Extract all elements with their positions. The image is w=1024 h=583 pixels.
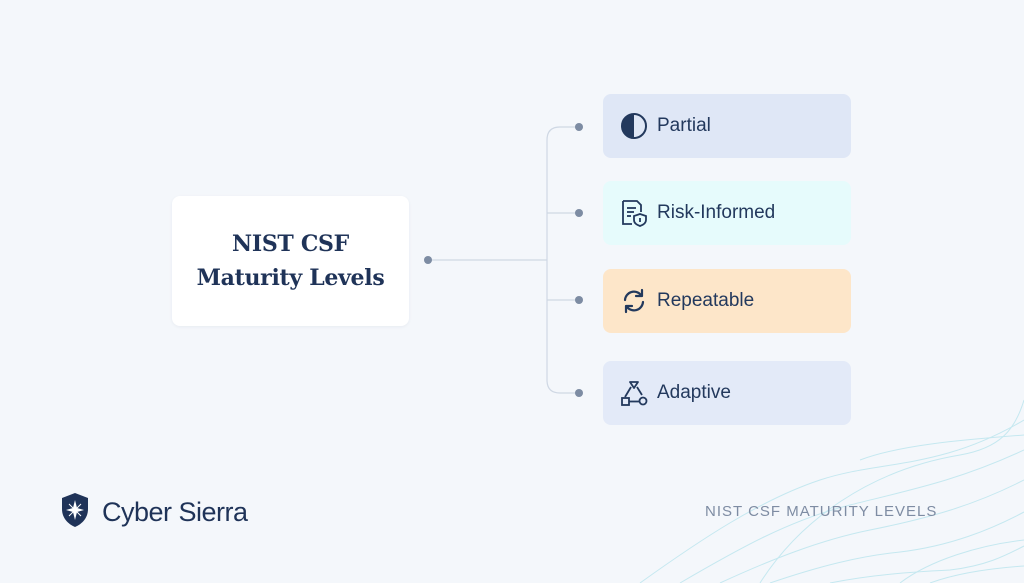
level-risk-informed: Risk-Informed — [603, 181, 851, 245]
brand-logo: Cyber Sierra — [60, 492, 248, 533]
level-label: Risk-Informed — [657, 202, 776, 223]
adaptive-network-icon — [619, 378, 649, 408]
connector-dot-partial — [575, 123, 583, 131]
shield-star-icon — [60, 492, 90, 533]
level-partial: Partial — [603, 94, 851, 158]
brand-name: Cyber Sierra — [102, 497, 248, 527]
center-title-line1: NIST CSF — [232, 231, 349, 257]
level-label: Partial — [657, 115, 711, 136]
center-title-line2: Maturity Levels — [196, 265, 385, 291]
level-label: Repeatable — [657, 290, 755, 311]
center-node: NIST CSF Maturity Levels — [172, 196, 409, 326]
half-circle-icon — [619, 111, 649, 141]
level-adaptive: Adaptive — [603, 361, 851, 425]
connector-dot-repeatable — [575, 296, 583, 304]
document-shield-icon — [619, 198, 649, 228]
connector-dot-center — [424, 256, 432, 264]
footer-caption: NIST CSF MATURITY LEVELS — [705, 503, 938, 520]
level-repeatable: Repeatable — [603, 269, 851, 333]
level-label: Adaptive — [657, 382, 731, 403]
cycle-arrows-icon — [619, 286, 649, 316]
connector-dot-adaptive — [575, 389, 583, 397]
center-title: NIST CSF Maturity Levels — [197, 227, 385, 295]
connector-dot-risk-informed — [575, 209, 583, 217]
